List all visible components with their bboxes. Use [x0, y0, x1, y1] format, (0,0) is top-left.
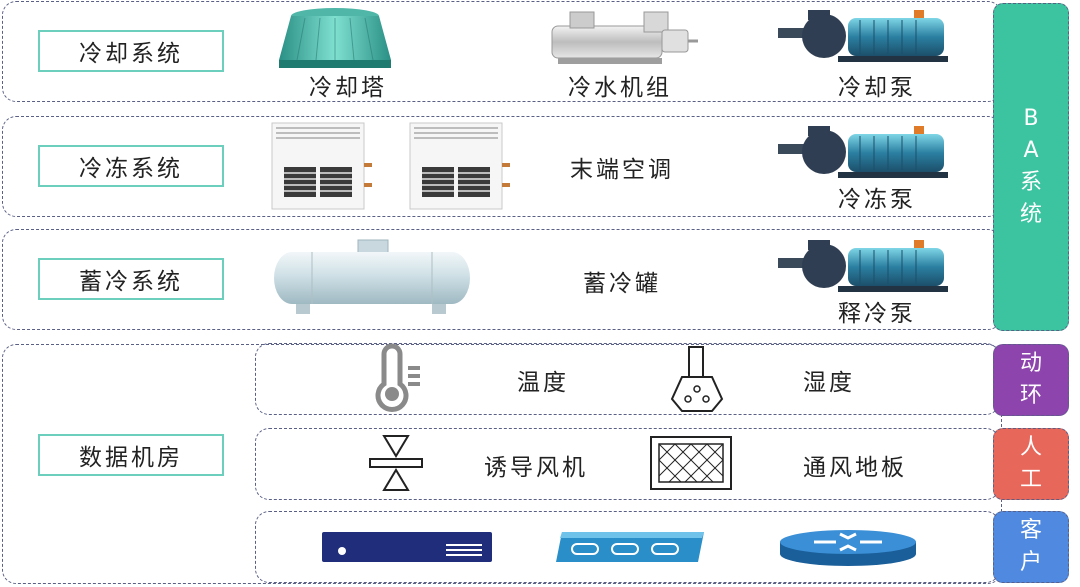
pump-icon — [778, 10, 948, 62]
thermometer-icon — [375, 343, 420, 412]
server-icon — [322, 532, 492, 562]
vent-floor-icon — [650, 436, 732, 490]
ba-system-label: BA系统 — [1020, 106, 1043, 227]
storage-system-label: 蓄冷系统 — [38, 258, 224, 300]
freezing-pump-label: 冷冻泵 — [838, 187, 916, 213]
datacenter-label: 数据机房 — [38, 434, 224, 476]
pump-icon — [778, 240, 948, 292]
induced-fan-label: 诱导风机 — [484, 455, 588, 481]
terminal-ac-label: 末端空调 — [570, 157, 674, 183]
fan-valve-icon — [369, 435, 423, 491]
storage-tank-icon — [274, 239, 470, 314]
manual-label: 人工 — [1020, 435, 1043, 492]
cooling-tower-label: 冷却塔 — [309, 75, 387, 101]
temperature-label: 温度 — [517, 370, 569, 396]
env-monitor-tag: 动环 — [993, 344, 1069, 416]
vent-floor-label: 通风地板 — [803, 455, 907, 481]
customer-tag: 客户 — [993, 511, 1069, 583]
cooling-pump-label: 冷却泵 — [838, 75, 916, 101]
cooling-tower-icon — [279, 8, 391, 68]
storage-tank-label: 蓄冷罐 — [583, 271, 661, 297]
chiller-unit-label: 冷水机组 — [568, 75, 672, 101]
chiller-unit-icon — [551, 11, 698, 64]
release-pump-label: 释冷泵 — [838, 301, 916, 327]
switch-icon — [556, 532, 704, 562]
router-icon — [780, 530, 916, 566]
env-monitor-label: 动环 — [1020, 351, 1043, 408]
customer-label: 客户 — [1020, 518, 1043, 575]
air-conditioner-icon — [409, 122, 510, 210]
env-row-panel — [255, 343, 1000, 415]
ba-system-tag: BA系统 — [993, 3, 1069, 331]
humidity-label: 湿度 — [803, 370, 855, 396]
pump-icon — [778, 126, 948, 178]
manual-tag: 人工 — [993, 428, 1069, 500]
humidity-sensor-icon — [670, 346, 724, 412]
freezing-system-label: 冷冻系统 — [38, 145, 224, 187]
air-conditioner-icon — [271, 122, 372, 210]
cooling-system-label: 冷却系统 — [38, 30, 224, 72]
